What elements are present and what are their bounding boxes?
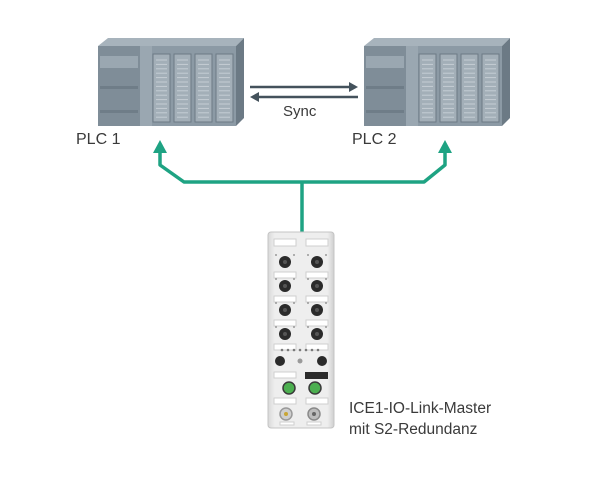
arrowhead-plc2 bbox=[438, 140, 452, 153]
network-line-plcs bbox=[158, 150, 447, 184]
device-label-line1: ICE1-IO-Link-Master bbox=[349, 400, 492, 417]
network-connection bbox=[158, 150, 447, 232]
sync-label: Sync bbox=[283, 103, 317, 120]
plc-rack-icon bbox=[98, 38, 244, 126]
plc-rack-icon bbox=[364, 38, 510, 126]
sync-arrows bbox=[250, 82, 358, 102]
arrowhead-plc1 bbox=[153, 140, 167, 153]
device-label-line2: mit S2-Redundanz bbox=[349, 421, 478, 438]
plc1-label: PLC 1 bbox=[76, 131, 121, 148]
plc2-label: PLC 2 bbox=[352, 131, 397, 148]
io-link-master-icon bbox=[267, 231, 335, 429]
device-label: ICE1-IO-Link-Master mit S2-Redundanz bbox=[349, 398, 549, 440]
